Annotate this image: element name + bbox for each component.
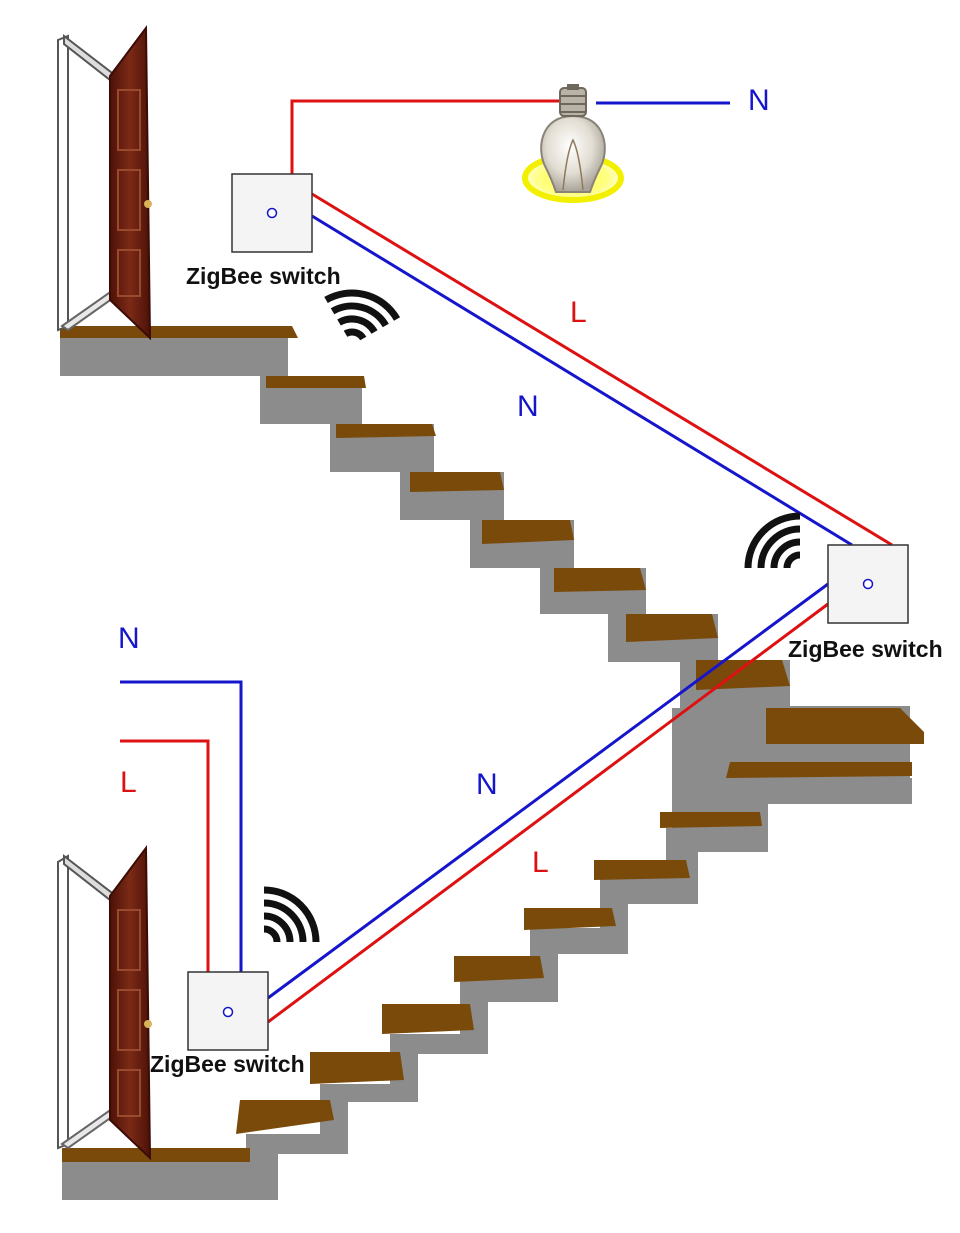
wireless-signal-icon: [744, 512, 801, 569]
stair-tread: [726, 762, 912, 778]
stair-tread: [336, 424, 436, 438]
wireless-signal-icon: [324, 289, 401, 341]
right-switch-label: ZigBee switch: [788, 636, 943, 662]
bulb-neutral-label: N: [748, 84, 770, 117]
stair-tread: [266, 376, 366, 388]
neutral-supply-wire: [120, 680, 243, 972]
zigbee-switch-icon[interactable]: [231, 173, 313, 253]
neutral-wire-top-run: [311, 214, 853, 547]
stair-tread: [626, 614, 718, 642]
stair-body-top: [60, 338, 910, 880]
staircase-top: [60, 326, 924, 880]
switch-button[interactable]: [862, 578, 874, 590]
door-icon: [57, 25, 152, 341]
bottom-supply-live-label: L: [120, 766, 137, 799]
live-wire-top-run: [311, 192, 893, 547]
stair-tread: [660, 812, 762, 828]
bottom-switch-label: ZigBee switch: [150, 1051, 305, 1077]
stair-tread: [594, 860, 690, 880]
zigbee-switch-icon[interactable]: [827, 544, 909, 624]
bottom-supply-neutral-label: N: [118, 622, 140, 655]
top-switch-label: ZigBee switch: [186, 263, 341, 289]
stair-tread: [454, 956, 544, 982]
live-wire-bottom-run: [267, 602, 829, 1024]
neutral-wire-bottom-run: [267, 582, 829, 1000]
stair-tread: [410, 472, 504, 492]
live-wire-to-bulb: [290, 99, 562, 174]
stair-tread: [696, 660, 790, 690]
stair-tread: [382, 1004, 474, 1034]
top-neutral-label: N: [517, 390, 539, 423]
landing-tread-top: [60, 326, 298, 338]
live-supply-wire: [120, 739, 210, 972]
stair-tread: [524, 908, 616, 930]
bottom-live-label: L: [532, 846, 549, 879]
bottom-neutral-label: N: [476, 768, 498, 801]
light-bulb-icon: [521, 84, 625, 204]
switch-button[interactable]: [222, 1006, 234, 1018]
landing-tread-bottom: [62, 1148, 250, 1162]
stair-body-bottom: [62, 778, 912, 1200]
stair-tread: [766, 708, 924, 744]
switch-button[interactable]: [266, 207, 278, 219]
wireless-signal-icon: [263, 886, 320, 943]
staircase-bottom: [62, 762, 912, 1200]
zigbee-switch-icon[interactable]: [187, 971, 269, 1051]
stair-tread: [554, 568, 646, 592]
wiring: [120, 99, 893, 1024]
door-icon: [57, 845, 152, 1161]
top-live-label: L: [570, 296, 587, 329]
stair-tread: [236, 1100, 334, 1134]
stair-tread: [482, 520, 574, 544]
stair-tread: [310, 1052, 404, 1084]
